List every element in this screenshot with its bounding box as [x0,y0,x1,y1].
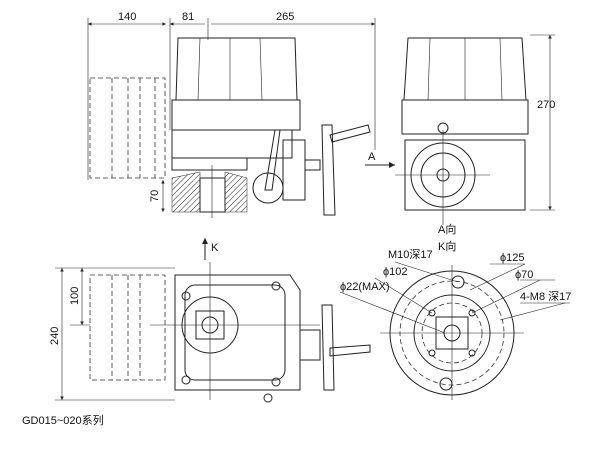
dim-270: 270 [537,99,555,111]
side-view: 270 A向 [395,34,555,236]
callout-phi125: ϕ125 [500,252,525,264]
front-view: 70 [89,37,371,218]
dim-70: 70 [149,190,161,202]
callout-phi102: ϕ102 [383,266,408,278]
a-view-label: A向 [438,222,456,236]
flange-view [339,261,570,400]
top-dimensions: 140 81 265 [87,11,376,180]
k-view-label: K向 [438,239,456,253]
callout-m10: M10深17 [388,248,433,261]
callout-m8: 4-M8 深17 [520,290,571,303]
dim-140: 140 [118,11,136,23]
callout-phi22: ϕ22(MAX) [340,281,390,293]
dim-81: 81 [182,11,194,23]
plan-view: 100 240 [49,262,371,403]
dim-265: 265 [276,11,294,23]
arrow-a-label: A [368,151,376,163]
callout-phi70: ϕ70 [515,269,533,281]
arrow-k-label: K [211,242,219,254]
dim-240: 240 [49,327,61,345]
dim-100: 100 [69,287,81,305]
caption: GD015~020系列 [22,413,104,427]
